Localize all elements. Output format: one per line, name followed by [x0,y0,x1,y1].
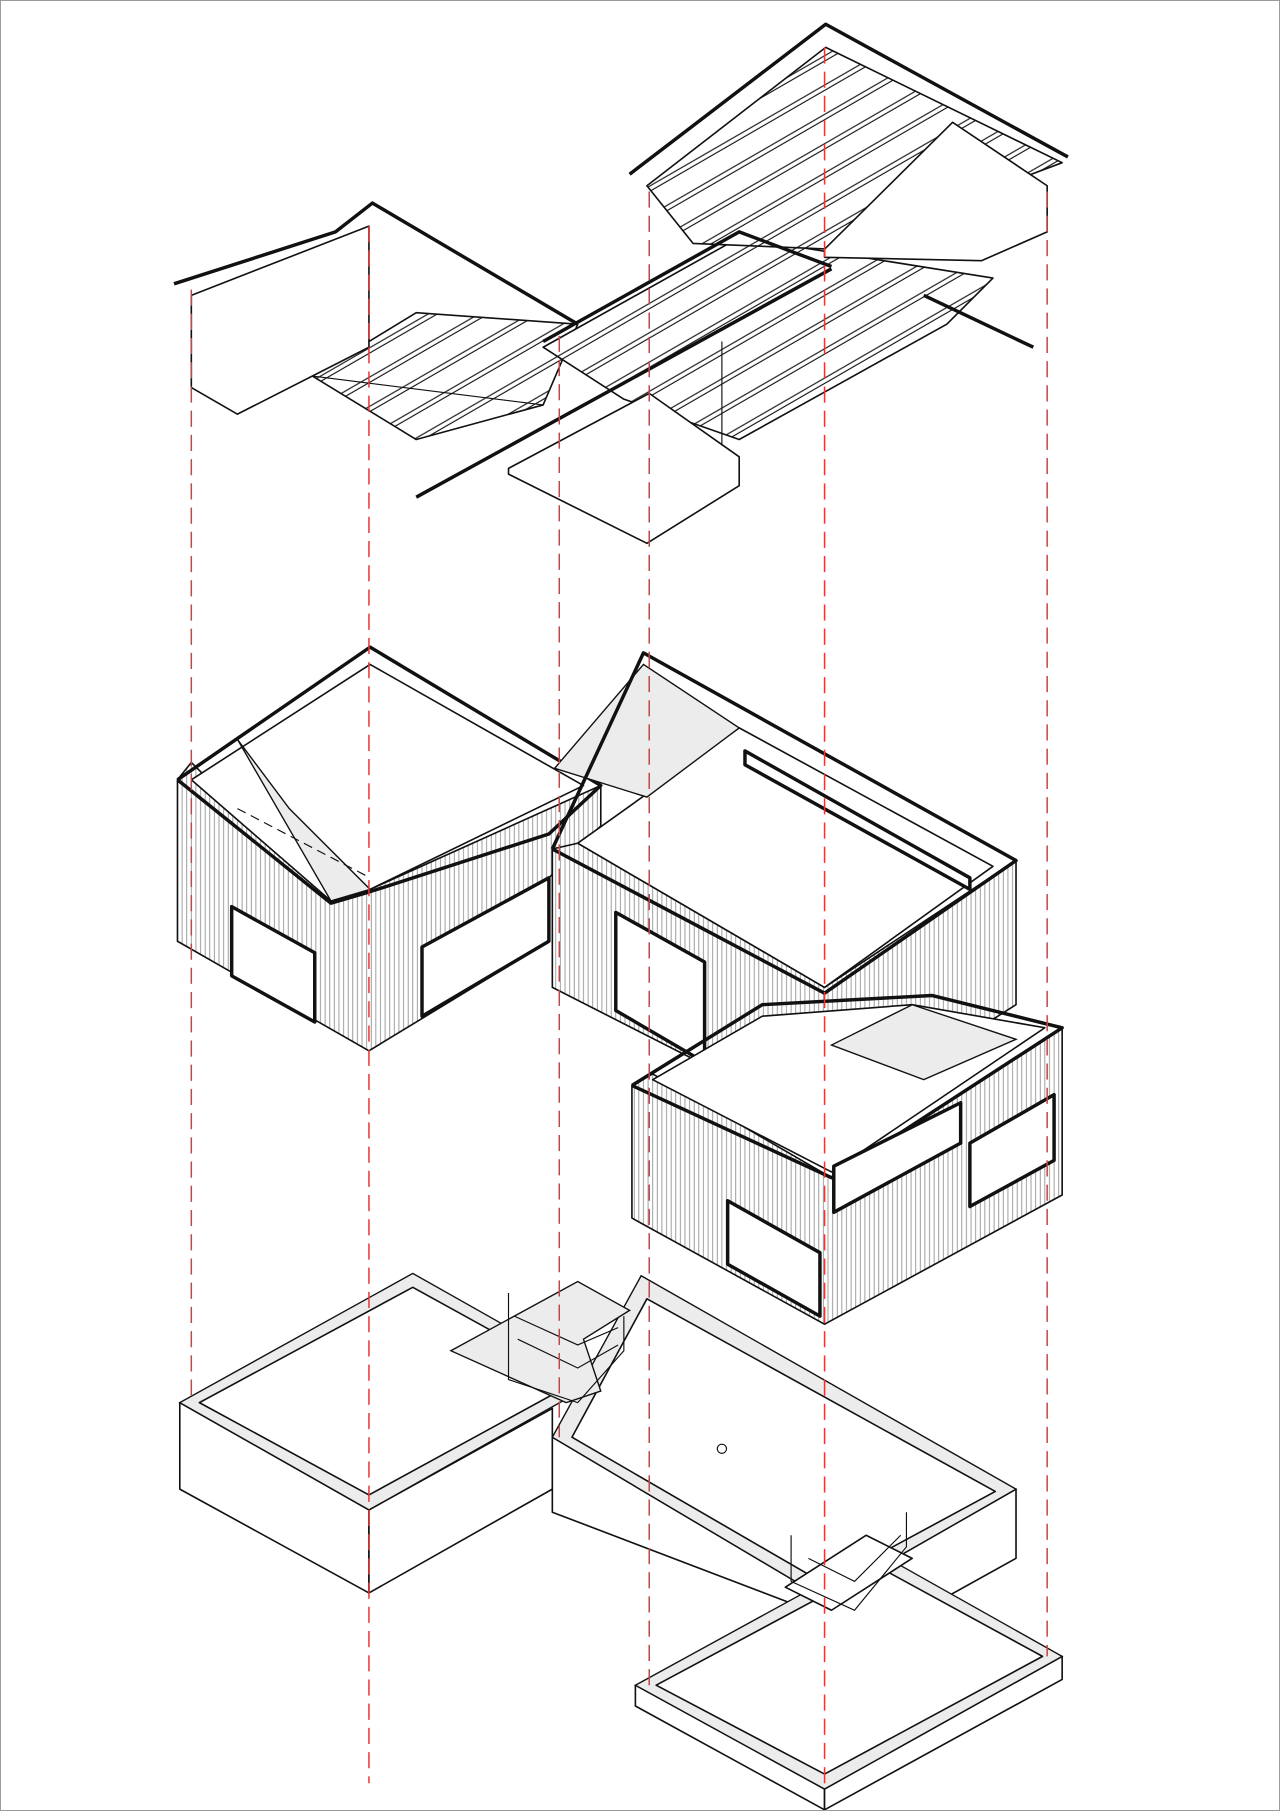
middle-clerestory [743,749,972,892]
left-dashed-beam [237,808,371,879]
right-window-2 [968,1092,1056,1209]
roof-ridge-line [312,375,544,406]
stair-upper [449,1280,631,1404]
middle-block-shade [553,663,741,798]
left-block-interior [190,663,585,902]
roof-beam-center [542,230,833,343]
left-window-2 [420,876,551,1018]
gutter-pipe-right [923,293,1035,349]
walls-layer [176,645,1064,1326]
left-block-top [176,645,603,905]
stair-lower [784,1512,914,1612]
floor-drain [716,1443,728,1454]
right-foundation-slab [655,1565,1044,1775]
roof-layer [173,22,1069,545]
left-window-1 [229,904,317,1024]
right-door [725,1199,822,1318]
projection-lines [190,47,1048,1790]
right-window-1 [832,1101,963,1215]
roof-beam-left [173,201,579,326]
middle-block-top [550,651,1018,995]
right-block-shade [829,1003,1018,1081]
right-block-top [631,993,1064,1180]
roof-beam-right [628,22,1069,176]
middle-foundation-slab [571,1298,997,1585]
gutter-pipe [415,267,833,499]
roof-slats-center [542,236,994,441]
roof-slats-left [311,311,579,441]
foundation-layer [178,1272,1064,1810]
